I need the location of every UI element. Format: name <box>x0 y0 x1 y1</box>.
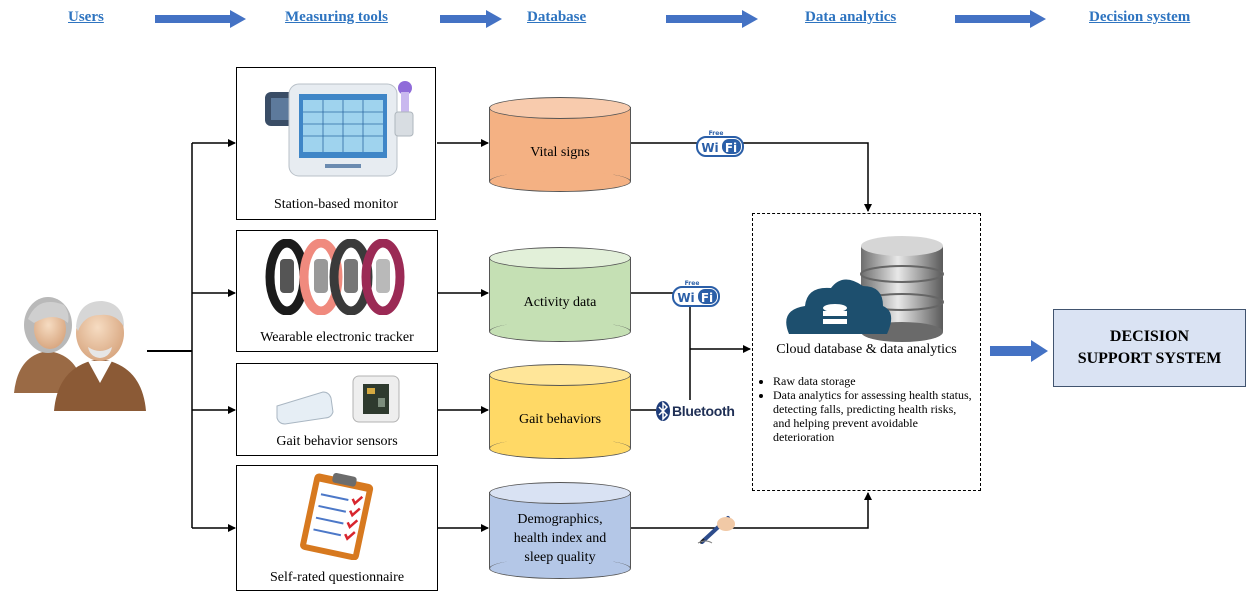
wifi-free-text: Free <box>685 280 700 287</box>
database-activity-data: Activity data <box>489 247 631 342</box>
questionnaire-caption: Self-rated questionnaire <box>269 570 405 585</box>
bluetooth-label: Bluetooth <box>672 403 735 419</box>
demographics-line-3: sleep quality <box>524 549 596 565</box>
cloud-bullet-list: Raw data storage Data analytics for asse… <box>753 374 974 444</box>
cloud-database-icon <box>783 234 951 342</box>
pen-writing-icon <box>696 512 740 544</box>
stage-label-data-analytics: Data analytics <box>805 9 897 25</box>
cloud-bullet: Raw data storage <box>773 374 974 388</box>
gait-sensor-icon <box>271 370 411 426</box>
database-gait-behaviors: Gait behaviors <box>489 364 631 459</box>
database-demographics: Demographics, health index and sleep qua… <box>489 482 631 579</box>
elderly-users-icon <box>8 283 148 413</box>
wifi-free-text: Free <box>709 130 724 137</box>
fitness-band-icon <box>263 238 413 316</box>
wifi-icon: Free Wi Fi <box>672 278 720 308</box>
demographics-line-1: Demographics, <box>517 511 603 527</box>
wifi-fi-text: Fi <box>701 291 713 305</box>
wifi-wi-text: Wi <box>677 291 694 305</box>
database-vital-signs: Vital signs <box>489 97 631 192</box>
header-arrow-4 <box>955 10 1046 28</box>
wifi-wi-text: Wi <box>701 141 718 155</box>
demographics-label: Demographics, health index and sleep qua… <box>489 502 631 574</box>
header-flow-arrows <box>155 10 1046 28</box>
station-monitor-caption: Station-based monitor <box>273 197 399 212</box>
gait-behaviors-label: Gait behaviors <box>518 411 602 427</box>
stage-label-database: Database <box>527 9 587 25</box>
decision-arrow <box>990 340 1048 362</box>
header-arrow-3 <box>666 10 758 28</box>
stage-label-measuring-tools: Measuring tools <box>285 9 388 25</box>
demographics-line-2: health index and <box>513 530 607 546</box>
tool-gait-sensors: Gait behavior sensors <box>236 363 438 456</box>
gait-sensors-caption: Gait behavior sensors <box>276 434 398 449</box>
header-arrow-2 <box>440 10 502 28</box>
activity-data-label: Activity data <box>523 294 597 310</box>
decision-support-system-box: DECISION SUPPORT SYSTEM <box>1053 309 1246 387</box>
vital-signs-label: Vital signs <box>530 144 590 160</box>
tool-station-based-monitor: Station-based monitor <box>236 67 436 220</box>
stage-label-users: Users <box>68 9 104 25</box>
stage-label-decision-system: Decision system <box>1089 9 1191 25</box>
wifi-fi-text: Fi <box>725 141 737 155</box>
cloud-analytics-panel: Cloud database & data analytics Raw data… <box>752 213 981 491</box>
tool-wearable-tracker: Wearable electronic tracker <box>236 230 438 352</box>
bluetooth-icon: Bluetooth <box>656 400 740 422</box>
clipboard-icon <box>289 470 385 561</box>
vital-signs-monitor-icon <box>255 72 421 184</box>
cloud-panel-title: Cloud database & data analytics <box>776 342 957 357</box>
decision-line-1: DECISION <box>1109 328 1190 345</box>
decision-line-2: SUPPORT SYSTEM <box>1077 350 1222 367</box>
wearable-tracker-caption: Wearable electronic tracker <box>260 330 414 345</box>
wifi-icon: Free Wi Fi <box>696 128 744 158</box>
cloud-bullet: Data analytics for assessing health stat… <box>773 388 974 444</box>
tool-self-rated-questionnaire: Self-rated questionnaire <box>236 465 438 591</box>
header-arrow-1 <box>155 10 246 28</box>
